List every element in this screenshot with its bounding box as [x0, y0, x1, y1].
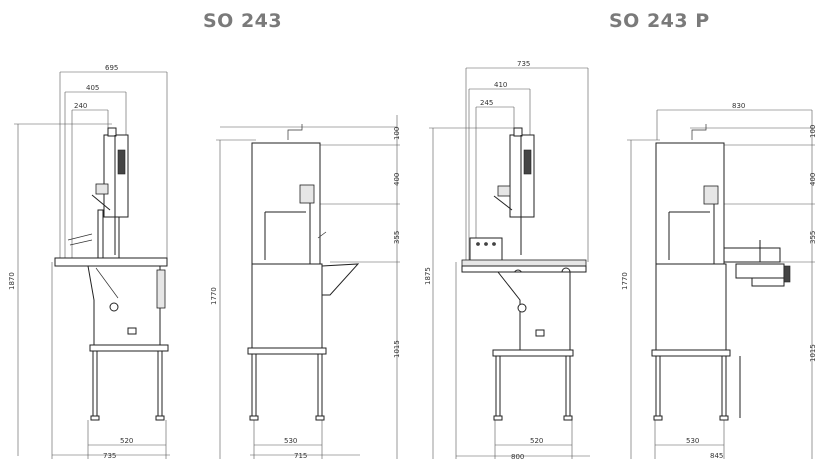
- dim-520: 520: [120, 437, 133, 445]
- dim-405: 405: [86, 84, 99, 92]
- dim-100: 100: [809, 125, 815, 138]
- dim-400: 400: [809, 173, 815, 186]
- machine-so243-side: [54, 127, 169, 421]
- title-so-243: SO 243: [203, 10, 283, 32]
- view-so243-front: 100 400 355 1015 1770 288 530 715: [210, 115, 401, 459]
- dim-695: 695: [105, 64, 118, 72]
- dim-1770: 1770: [621, 272, 629, 290]
- view-so243p-front: 830 100 400 355 1015 1770 288 530 845: [621, 102, 815, 459]
- dim-355: 355: [809, 231, 815, 244]
- dim-845: 845: [710, 452, 723, 459]
- dimension-lines: [627, 109, 815, 459]
- machine-so243-front: [247, 124, 360, 421]
- dim-715: 715: [294, 452, 307, 459]
- dim-735: 735: [103, 452, 116, 459]
- dim-520: 520: [530, 437, 543, 445]
- machine-so243p-front: [651, 124, 791, 421]
- dim-530: 530: [284, 437, 297, 445]
- dim-1015: 1015: [393, 340, 401, 358]
- view-so243-side: 695 405 240 1870 520 735: [8, 64, 170, 459]
- dim-1875: 1875: [424, 267, 432, 285]
- dim-400: 400: [393, 173, 401, 186]
- dim-100: 100: [393, 127, 401, 140]
- dim-830: 830: [732, 102, 745, 110]
- dimension-lines: [14, 71, 170, 459]
- dim-1770: 1770: [210, 287, 218, 305]
- dimension-lines: [216, 115, 400, 459]
- dim-355: 355: [393, 231, 401, 244]
- dim-800: 800: [511, 453, 524, 459]
- dim-530: 530: [686, 437, 699, 445]
- dim-735: 735: [517, 60, 530, 68]
- title-so-243-p: SO 243 P: [609, 10, 710, 32]
- dim-410: 410: [494, 81, 507, 89]
- dim-1870: 1870: [8, 272, 16, 290]
- machine-so243p-side: [461, 127, 587, 421]
- dim-245: 245: [480, 99, 493, 107]
- dim-240: 240: [74, 102, 87, 110]
- view-so243p-side: 735 410 245 1875 520 800: [424, 60, 590, 459]
- dim-1015: 1015: [809, 344, 815, 362]
